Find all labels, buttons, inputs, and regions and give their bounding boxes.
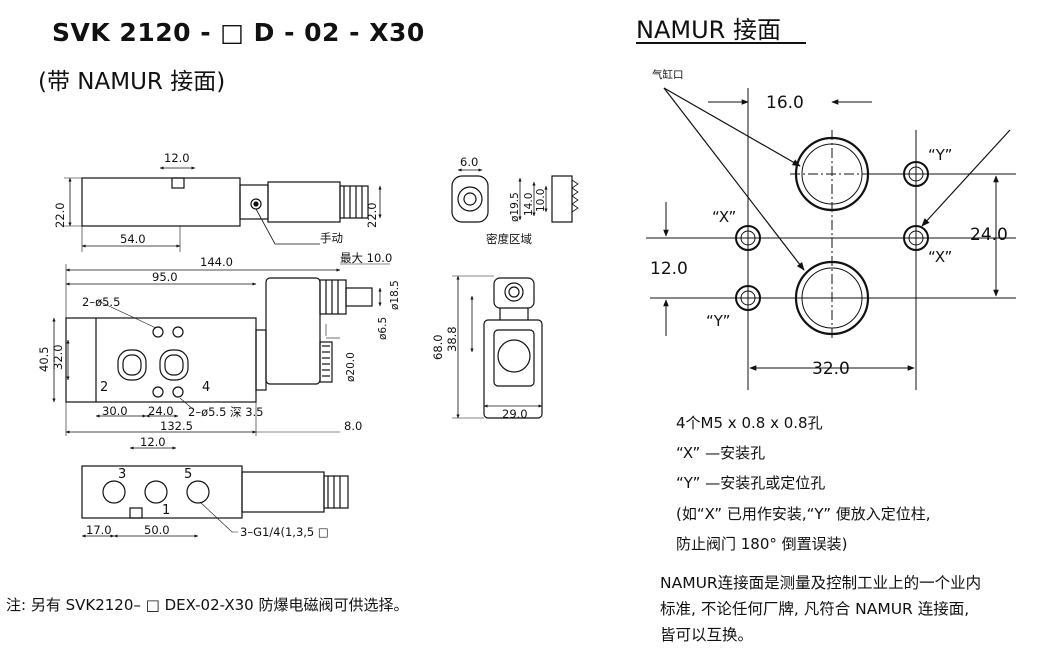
dim-68: 68.0 [431,334,445,360]
bottom-solenoid [241,471,325,513]
front-connector [319,279,347,315]
dim-19-5: ø19.5 [509,192,521,222]
y-label-bottom: “Y” [706,312,730,330]
dim-12-bottom: 12.0 [140,435,166,449]
port-4-oval [159,349,189,381]
namur-paragraph-line-3: 皆可以互换。 [660,626,754,644]
namur-dim-16: 16.0 [766,93,804,113]
dim-132-5: 132.5 [160,419,193,433]
dim-6-5: ø6.5 [377,317,389,340]
desc-line-4: (如“X” 已用作安装,“Y” 便放入定位柱, [676,505,931,523]
dim-95: 95.0 [152,270,178,284]
thread-label: 3–G1/4(1,3,5 □ [240,525,329,539]
dim-50: 50.0 [144,523,170,537]
model-title: SVK 2120 - □ D - 02 - X30 [52,18,425,47]
seal-area-label: 密度区域 [486,232,532,246]
end-view [452,275,543,419]
dim-14: 14.0 [523,193,535,216]
desc-line-2: “X” —安装孔 [676,444,766,462]
cylinder-port-label: 气缸口 [652,68,684,81]
dim-8: 8.0 [344,419,362,433]
small-side-block [551,175,573,223]
dim-12-side: 12.0 [164,151,190,165]
dim-20: ø20.0 [345,352,357,382]
dim-144: 144.0 [200,255,233,269]
subtitle: (带 NAMUR 接面) [38,69,226,95]
namur-dim-24: 24.0 [970,225,1008,245]
port-2-oval [117,349,147,381]
port-4-label: 4 [202,380,210,395]
cylinder-port-1 [794,136,870,212]
footnote: 注: 另有 SVK2120– □ DEX-02-X30 防爆电磁阀可供选择。 [6,596,409,614]
side-body [81,177,241,227]
dim-38-8: 38.8 [445,326,459,352]
hole-depth-label: 2–ø5.5 深 3.5 [188,405,264,419]
namur-paragraph-line-1: NAMUR连接面是测量及控制工业上的一个业内 [660,574,982,592]
hole-2-5-5: 2–ø5.5 [82,295,120,309]
cylinder-port-2 [794,260,870,336]
namur-dim-12: 12.0 [650,259,688,279]
dim-22-left: 22.0 [53,202,67,228]
end-connector [493,277,535,309]
side-coupler [239,184,269,220]
small-end-view [451,168,579,223]
namur-title: NAMUR 接面 [636,16,781,44]
namur-diagram [646,87,1016,390]
front-solenoid [265,277,321,385]
y-hole [735,285,761,311]
port-2-label: 2 [100,380,108,395]
small-body [451,175,489,223]
port-5-hole [186,480,210,504]
mount-hole [152,386,164,398]
namur-paragraph-line-2: 标准, 不论任何厂牌, 凡符合 NAMUR 连接面, [660,600,970,618]
mount-hole [172,326,184,338]
namur-title-underline [636,42,806,44]
dim-10: 10.0 [535,189,547,212]
dim-54: 54.0 [120,232,146,246]
dim-29: 29.0 [502,407,528,421]
side-slot [171,177,185,189]
port-5-label: 5 [184,467,192,482]
dim-22-right: 22.0 [365,202,379,228]
dim-6: 6.0 [460,155,478,169]
bottom-view [81,446,349,538]
front-body [65,317,257,403]
side-solenoid [267,181,341,223]
manual-label: 手动 [320,231,343,245]
y-label-top: “Y” [928,146,952,164]
mount-hole [172,386,184,398]
x-label-left: “X” [712,208,736,226]
desc-line-1: 4个M5 x 0.8 x 0.8孔 [676,414,823,432]
dim-24-front: 24.0 [148,404,174,418]
dim-30: 30.0 [102,404,128,418]
mount-hole [152,326,164,338]
max-10: 最大 10.0 [340,251,392,265]
side-view [64,166,382,252]
namur-dim-32: 32.0 [812,359,850,379]
side-connector [339,185,369,219]
dim-18-5: ø18.5 [389,280,401,310]
dim-17: 17.0 [86,523,112,537]
port-3-hole [102,480,126,504]
dim-32-front: 32.0 [51,344,65,370]
dim-40-5: 40.5 [37,346,51,372]
x-hole [735,225,761,251]
port-1-label: 1 [162,503,170,518]
port-1-hole [144,480,168,504]
y-hole [903,161,929,187]
x-hole [903,225,929,251]
desc-line-3: “Y” —安装孔或定位孔 [676,474,826,492]
port-3-label: 3 [118,467,126,482]
end-body [483,319,543,419]
front-view [52,263,390,436]
x-label-right: “X” [928,248,952,266]
desc-line-5: 防止阀门 180° 倒置误装) [676,535,848,553]
